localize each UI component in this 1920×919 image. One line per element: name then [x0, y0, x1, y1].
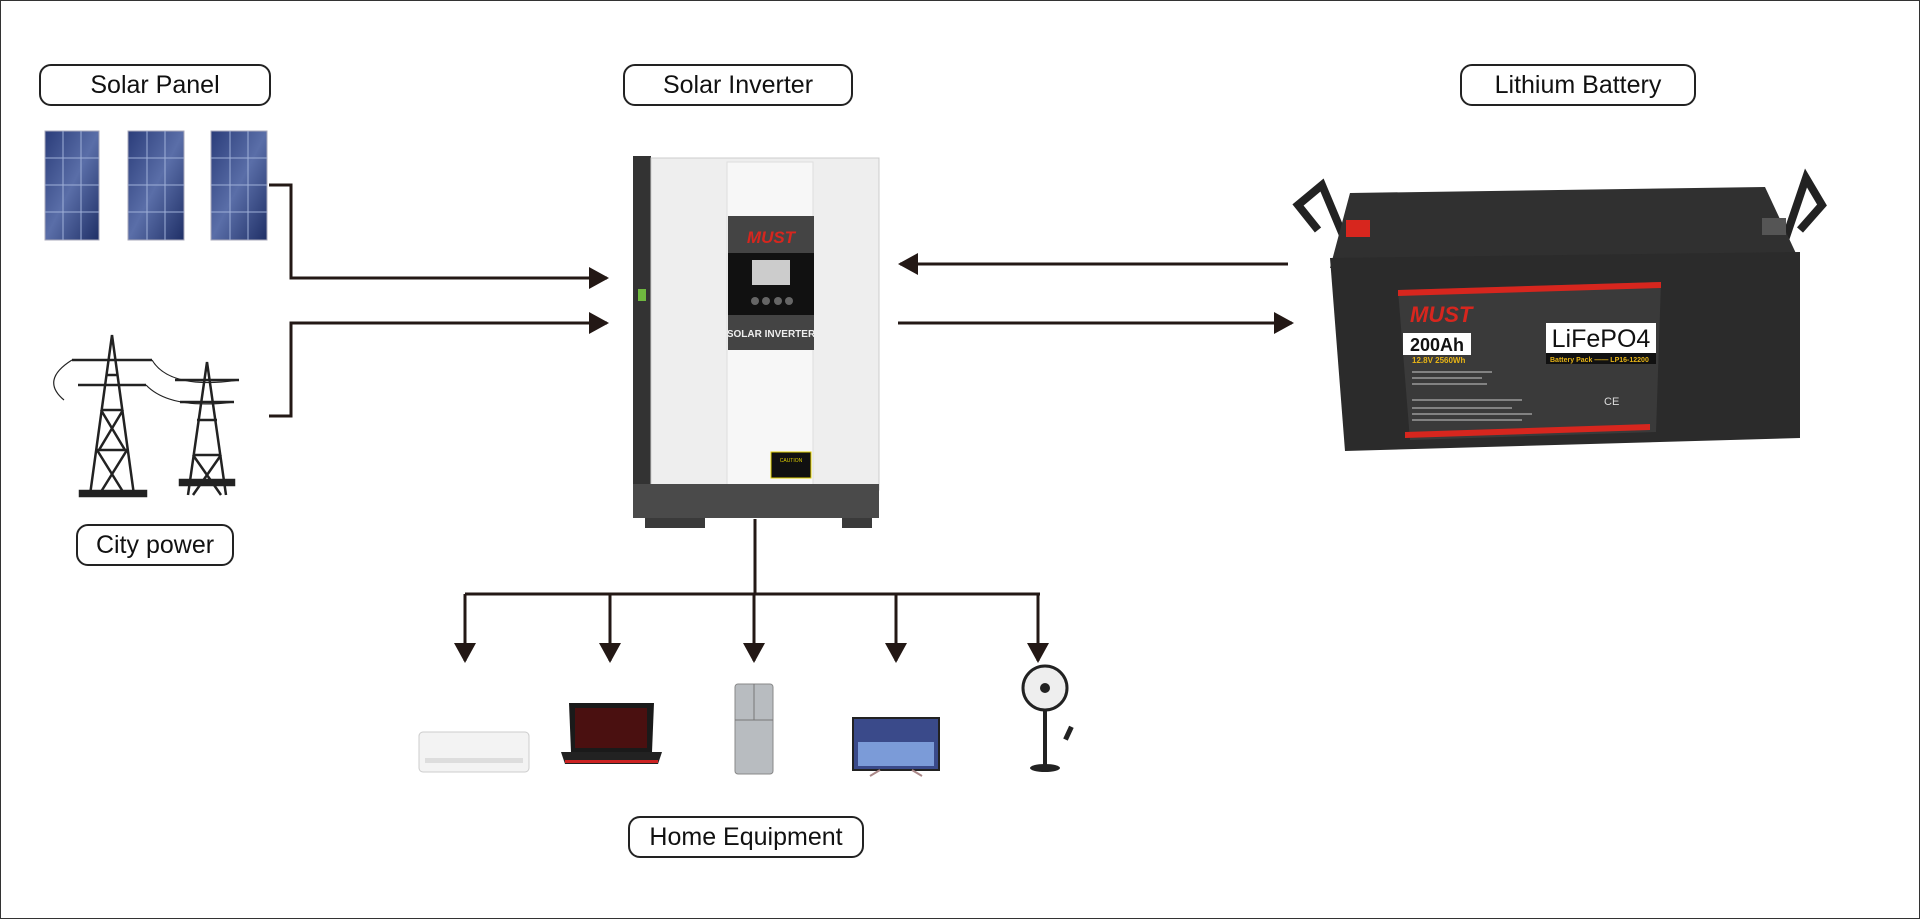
city-to-inverter-line: [269, 312, 609, 418]
solar-panel-icon: [44, 130, 100, 241]
inverter-buttons: [751, 297, 793, 305]
solar-inverter-label: Solar Inverter: [623, 64, 853, 106]
solar-inverter-device: MUST SOLAR INVERTER CAUTION: [633, 156, 880, 528]
battery-spec-text: 12.8V 2560Wh: [1412, 356, 1465, 365]
inverter-lcd-screen: [752, 260, 790, 285]
battery-brand-logo: MUST: [1410, 302, 1474, 327]
lithium-battery-device: MUST 200Ah 12.8V 2560Wh LiFePO4 Battery …: [1292, 168, 1827, 451]
home-appliances: [418, 664, 1074, 777]
battery-capacity-text: 200Ah: [1410, 335, 1464, 355]
air-conditioner-icon: [418, 731, 530, 773]
solar-panel-icon: [210, 130, 268, 241]
television-icon: [852, 717, 940, 777]
battery-chemistry-text: LiFePO4: [1552, 325, 1651, 353]
inverter-to-loads-trunk: [465, 519, 1040, 596]
city-power-label: City power: [76, 524, 234, 566]
refrigerator-icon: [734, 683, 774, 775]
power-tower-icon: [53, 334, 240, 498]
battery-handle: [1781, 168, 1827, 242]
battery-fine-print: [1412, 371, 1532, 421]
negative-terminal: [1762, 218, 1786, 235]
laptop-icon: [561, 703, 662, 764]
connection-lines: [269, 183, 1294, 663]
battery-pack-text: Battery Pack —— LP16-12200: [1550, 357, 1649, 364]
inverter-brand-logo: MUST: [747, 228, 797, 247]
fan-icon: [1021, 664, 1074, 772]
solar-panel-icon: [127, 130, 185, 241]
home-equipment-label: Home Equipment: [628, 816, 864, 858]
battery-handle: [1292, 178, 1349, 242]
solar-panel-label: Solar Panel: [39, 64, 271, 106]
solar-panels: [44, 130, 268, 241]
positive-terminal: [1346, 220, 1370, 237]
inverter-name-text: SOLAR INVERTER: [727, 329, 816, 340]
caution-label: CAUTION: [780, 458, 803, 464]
solar-to-inverter-line: [269, 183, 609, 289]
ce-mark: CE: [1604, 396, 1619, 408]
lithium-battery-label: Lithium Battery: [1460, 64, 1696, 106]
